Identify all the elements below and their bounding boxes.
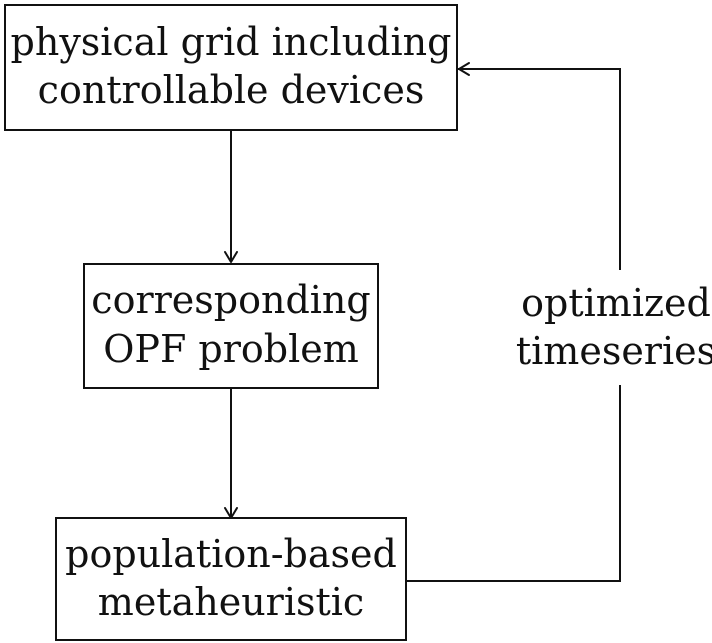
node-physical-grid: physical grid including controllable dev… (4, 4, 458, 131)
edge-grid-to-opf-arrowhead (224, 251, 238, 263)
node-metaheuristic: population-based metaheuristic (55, 517, 407, 641)
node-metaheuristic-box (55, 517, 407, 641)
edge-feedback-label-line2: timeseries (516, 329, 712, 373)
edge-feedback-arrowhead (458, 62, 470, 76)
node-opf-problem-box (83, 263, 379, 389)
node-opf-problem-line1: corresponding (91, 278, 370, 322)
edge-feedback: optimized timeseries (406, 62, 712, 582)
edge-feedback-upper-line (458, 68, 621, 270)
node-metaheuristic-line2: metaheuristic (98, 580, 364, 624)
node-opf-problem: corresponding OPF problem (83, 263, 379, 389)
node-metaheuristic-line1: population-based (65, 532, 397, 576)
edge-feedback-lower-line (406, 385, 621, 582)
node-opf-problem-line2: OPF problem (103, 327, 359, 371)
node-physical-grid-line2: controllable devices (38, 68, 425, 112)
edge-feedback-label-line1: optimized (521, 281, 711, 325)
edge-opf-to-metaheuristic (224, 388, 238, 519)
edge-grid-to-opf (224, 130, 238, 263)
node-physical-grid-line1: physical grid including (11, 20, 452, 64)
node-physical-grid-box (4, 4, 458, 131)
